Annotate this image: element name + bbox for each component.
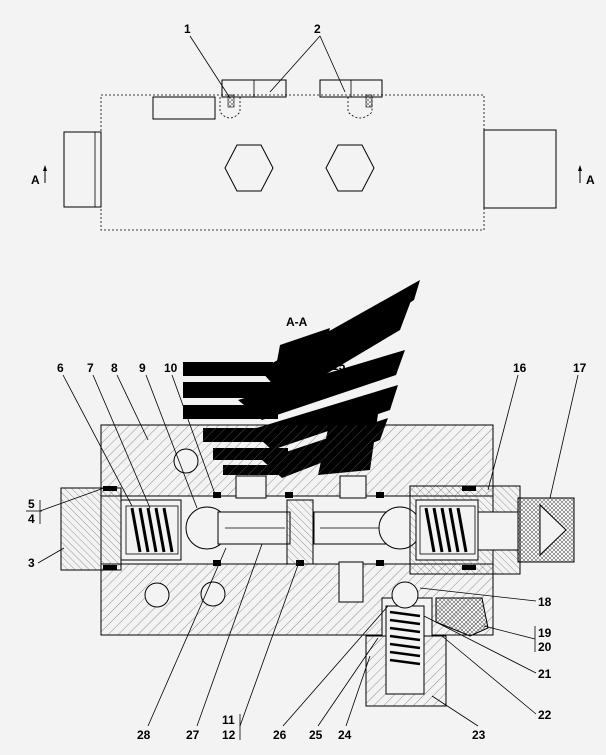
callout-26: 26 [273,728,287,742]
callout-6: 6 [57,361,64,375]
callout-16: 16 [513,361,527,375]
callout-4: 4 [28,512,35,526]
section-view [60,424,575,707]
callout-10: 10 [164,361,178,375]
spring-right [419,505,476,555]
section-mark-left: A [31,173,40,187]
right-boss [483,129,557,209]
callout-1: 1 [184,22,191,36]
callout-11-top: 11 [190,361,203,375]
callout-7: 7 [87,361,94,375]
callout-25: 25 [309,728,323,742]
callout-3: 3 [28,556,35,570]
top-port-rect [152,96,216,120]
spring-left [125,505,179,555]
left-boss [63,131,102,208]
callout-group: 6 7 8 9 10 11 15 16 17 5 4 3 18 19 20 21… [26,359,587,742]
hex-nut-left [224,144,274,192]
callout-18: 18 [538,595,552,609]
center-plug [286,499,314,565]
callout-27: 27 [186,728,200,742]
top-body-outline [100,94,485,231]
callout-5: 5 [28,497,35,511]
callout-2: 2 [314,22,321,36]
callout-12: 12 [222,728,236,742]
callout-24: 24 [338,728,352,742]
callout-22: 22 [538,708,552,722]
callout-23: 23 [472,728,486,742]
callout-28: 28 [137,728,151,742]
callout-8: 8 [111,361,118,375]
callout-15: 15 [332,359,346,373]
callout-9: 9 [139,361,146,375]
section-label: A-A [286,315,308,329]
section-mark-right: A [586,173,595,187]
callout-17: 17 [573,361,587,375]
callout-20: 20 [538,640,552,654]
hex-nut-right [325,144,375,192]
spring-relief [389,610,421,666]
callout-21: 21 [538,667,552,681]
left-end-cap [60,487,122,571]
top-view: A A [31,79,595,231]
callout-19: 19 [538,626,552,640]
callout-11-bottom: 11 [222,713,235,727]
side-fitting [435,597,489,637]
